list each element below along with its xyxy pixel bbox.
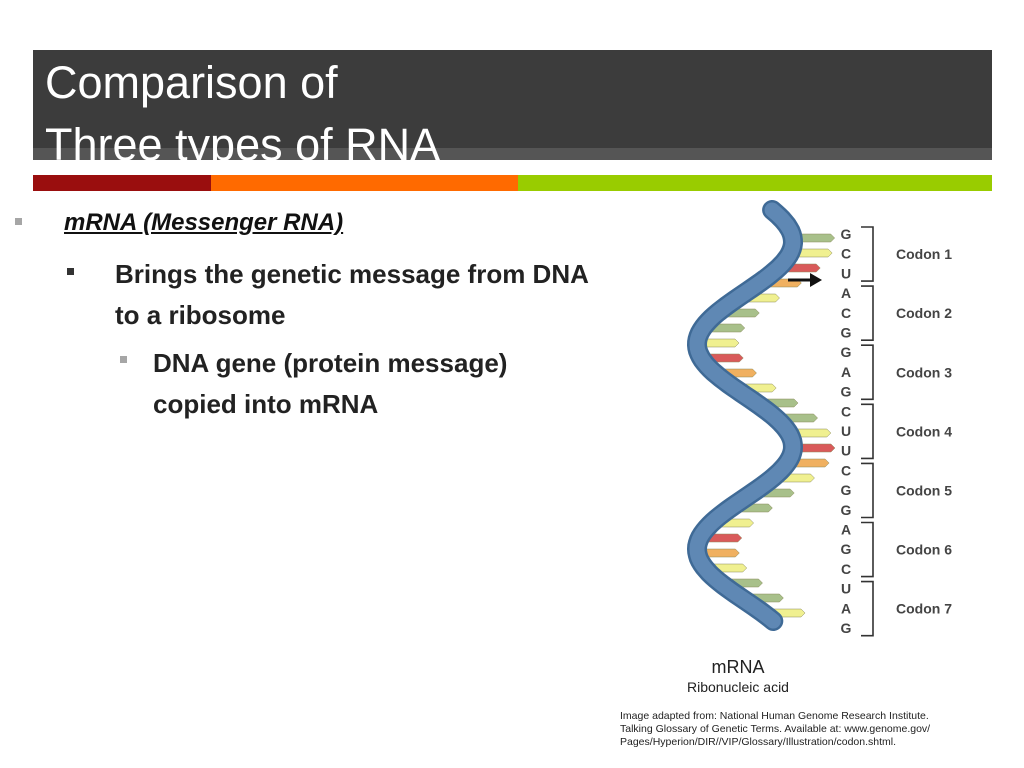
base-letter: C <box>841 246 851 262</box>
title-bar-shade <box>33 148 992 160</box>
diagram-label-ribonucleic-acid: Ribonucleic acid <box>687 679 789 695</box>
codon-brackets <box>861 226 874 637</box>
codon-label: Codon 2 <box>896 305 952 321</box>
base-letter: G <box>841 325 852 341</box>
base-letter: G <box>841 620 852 636</box>
base-letter: G <box>841 226 852 242</box>
base-letter: C <box>841 462 851 478</box>
codon-bracket <box>861 521 874 578</box>
base-letter: A <box>841 522 851 538</box>
codon-label: Codon 1 <box>896 246 952 262</box>
accent-band-green <box>518 175 992 191</box>
image-credit-line-2: Talking Glossary of Genetic Terms. Avail… <box>620 723 931 735</box>
helix-strand-body <box>689 202 801 629</box>
bullet-level-2-marker <box>67 268 74 275</box>
image-credit-line-1: Image adapted from: National Human Genom… <box>620 710 929 722</box>
bullet-level-1: mRNA (Messenger RNA) <box>64 209 344 236</box>
bullet-level-3-marker <box>120 356 127 363</box>
bullet-level-2: Brings the genetic message from DNA to a… <box>115 259 588 330</box>
base-letter: U <box>841 265 851 281</box>
pointer-arrow-icon <box>788 273 822 287</box>
base-letter: U <box>841 423 851 439</box>
image-credit-line-3: Pages/Hyperion/DIR//VIP/Glossary/Illustr… <box>620 736 897 748</box>
codon-bracket <box>861 285 874 341</box>
codon-label: Codon 5 <box>896 482 952 498</box>
base-letter: G <box>841 482 852 498</box>
codon-bracket <box>861 226 874 282</box>
title-bar: Comparison of Three types of RNA <box>33 50 992 170</box>
base-letter: A <box>841 600 851 616</box>
base-letter: A <box>841 285 851 301</box>
accent-band-orange <box>211 175 518 191</box>
base-letter: U <box>841 443 851 459</box>
base-letter: G <box>841 541 852 557</box>
codon-bracket <box>861 344 874 401</box>
codon-bracket <box>861 403 874 460</box>
image-credit: Image adapted from: National Human Genom… <box>620 710 1010 749</box>
accent-band-red <box>33 175 211 191</box>
codon-label: Codon 6 <box>896 542 952 558</box>
codon-label: Codon 7 <box>896 601 952 617</box>
slide-title: Comparison of Three types of RNA <box>45 52 440 176</box>
base-letter: C <box>841 403 851 419</box>
codon-label: Codon 4 <box>896 423 952 439</box>
base-letter: A <box>841 364 851 380</box>
bullet-level-3: DNA gene (protein message) copied into m… <box>153 348 508 419</box>
base-letter: C <box>841 561 851 577</box>
codon-bracket <box>861 462 874 519</box>
bullet-level-1-marker <box>15 218 22 225</box>
base-letter: U <box>841 581 851 597</box>
base-letter: G <box>841 344 852 360</box>
codon-label: Codon 3 <box>896 364 952 380</box>
slide-title-line-2: Three types of RNA <box>45 119 441 170</box>
base-letter: C <box>841 305 851 321</box>
diagram-label-mrna: mRNA <box>712 657 765 677</box>
codon-labels: Codon 1 Codon 2 Codon 3 Codon 4 Codon 5 Codon… <box>896 246 952 617</box>
helix-strand <box>686 200 804 631</box>
slide-title-line-1: Comparison of <box>45 57 338 108</box>
base-letter: G <box>841 502 852 518</box>
base-letter: G <box>841 384 852 400</box>
codon-bracket <box>861 580 874 637</box>
